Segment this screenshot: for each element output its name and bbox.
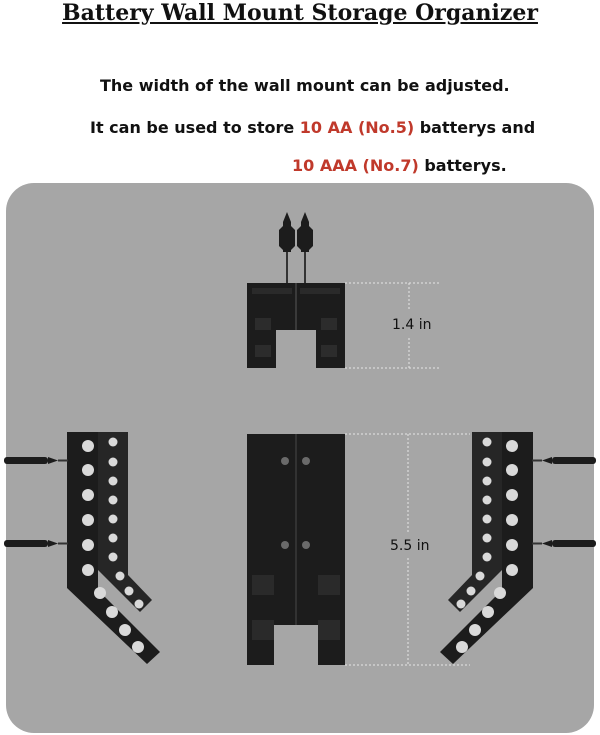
description-line-1-text: The width of the wall mount can be adjus… bbox=[100, 76, 510, 95]
wall-anchor-icon bbox=[4, 457, 68, 464]
description-line-3-suffix: batterys. bbox=[418, 156, 507, 175]
description-line-2-suffix: batterys and bbox=[414, 118, 536, 137]
aa-battery-count: 10 AA (No.5) bbox=[299, 118, 415, 137]
front-view-mount bbox=[247, 434, 345, 665]
wall-anchor-icon bbox=[4, 540, 68, 547]
left-side-mount bbox=[67, 432, 160, 664]
description-line-2: It can be used to store 10 AA (No.5) bat… bbox=[90, 118, 535, 137]
top-view-mount bbox=[247, 212, 345, 368]
front-dimension-label: 5.5 in bbox=[390, 538, 430, 554]
wall-anchor-icon bbox=[297, 212, 313, 285]
page-title: Battery Wall Mount Storage Organizer bbox=[62, 0, 538, 26]
front-dimension-line bbox=[345, 433, 470, 666]
description-line-2-prefix: It can be used to store bbox=[90, 118, 300, 137]
aaa-battery-count: 10 AAA (No.7) bbox=[292, 156, 419, 175]
top-dimension-line bbox=[345, 282, 440, 369]
wall-anchor-icon bbox=[532, 457, 596, 464]
description-line-1: The width of the wall mount can be adjus… bbox=[100, 76, 510, 95]
wall-anchor-icon bbox=[279, 212, 295, 285]
top-dimension-label: 1.4 in bbox=[392, 317, 432, 333]
right-side-mount bbox=[440, 432, 533, 664]
wall-anchor-icon bbox=[532, 540, 596, 547]
description-line-3: 10 AAA (No.7) batterys. bbox=[292, 156, 507, 175]
